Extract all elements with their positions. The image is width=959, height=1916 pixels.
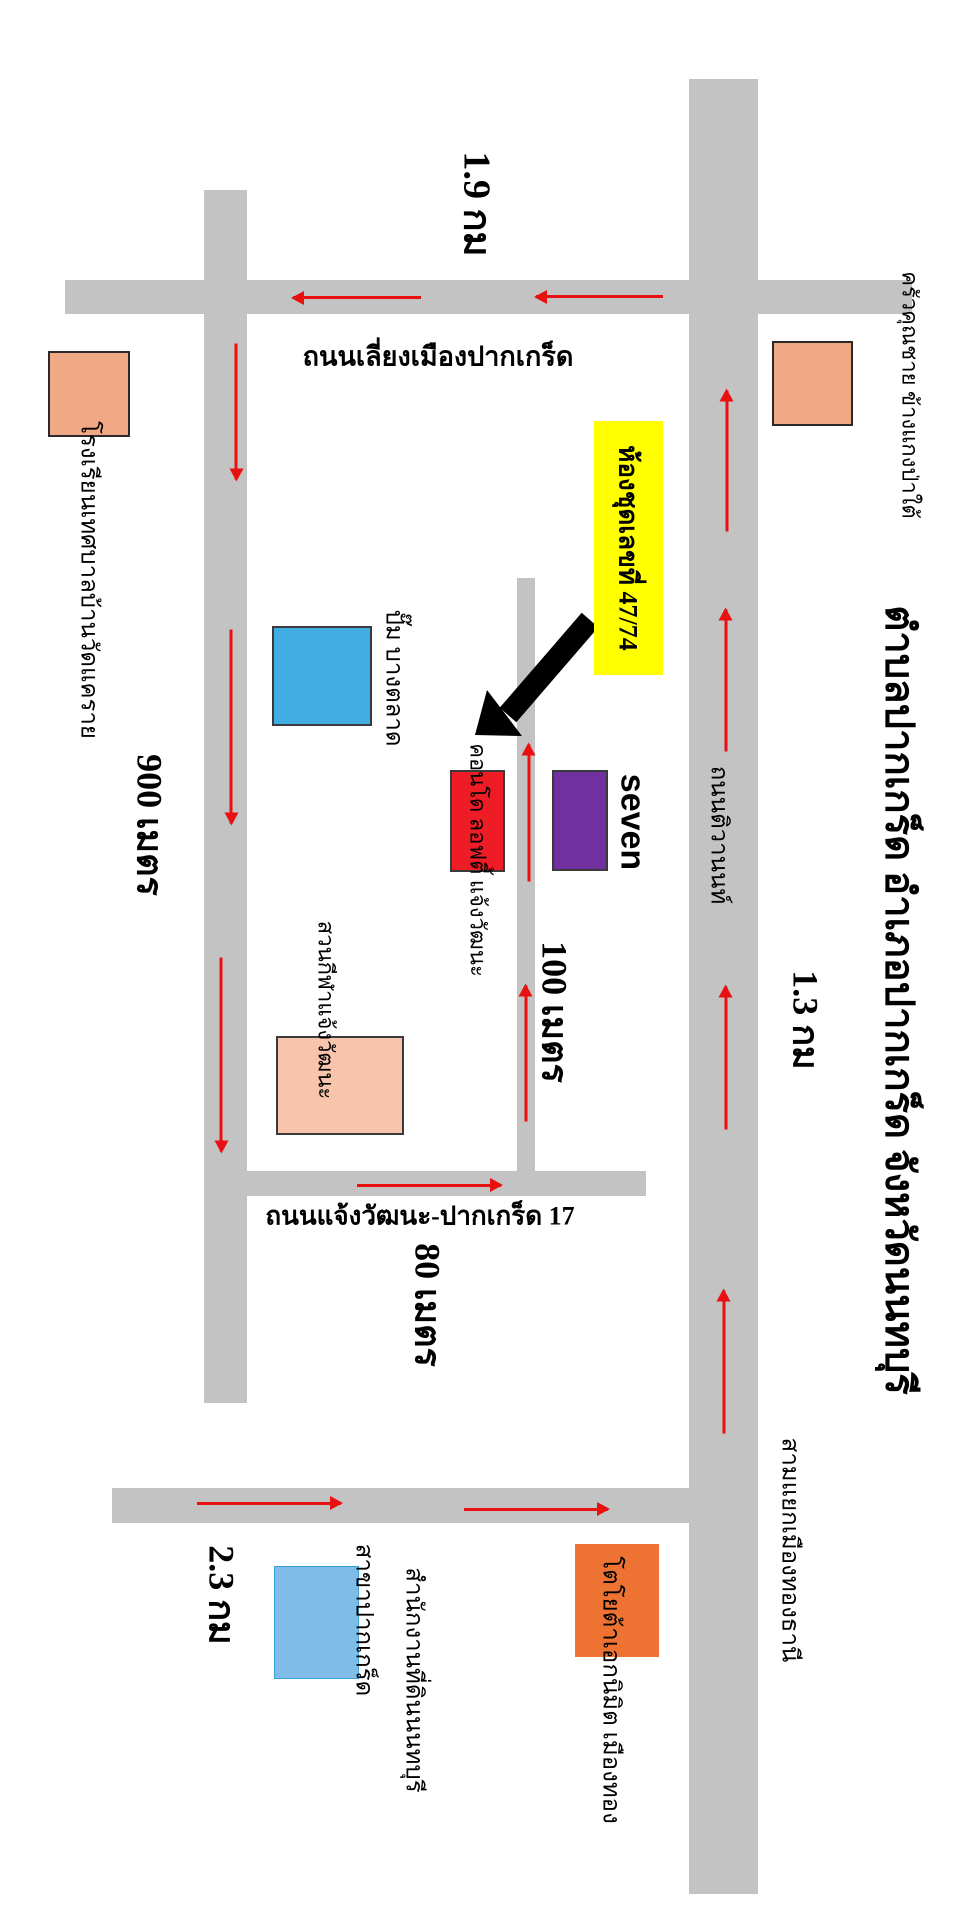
toyota-box — [575, 1544, 659, 1657]
road-condo-soi — [517, 578, 535, 1178]
sport-complex-box — [276, 1036, 404, 1135]
office-label-line2: สาขาปากเกร็ด — [350, 1543, 377, 1697]
sport-complex-label: สวนกีฬาแจ้งวัฒนะ — [313, 920, 339, 1100]
distance-bottom: 2.3 กม — [201, 1545, 242, 1645]
office-label-line1: สำนักงานที่ดินนนทบุรี — [400, 1567, 427, 1793]
toyota-label: โตโยต้าเอกนิมิต เมืองทอง — [597, 1556, 624, 1824]
road-soi-17 — [204, 1171, 646, 1196]
road-bottom — [112, 1488, 712, 1523]
school-box — [48, 351, 130, 437]
arrow-soi17 — [357, 1178, 503, 1192]
condo-label: คอนโด ลอฟตี้ แจ้งวัฒนะ — [465, 743, 491, 977]
seven-box — [552, 770, 608, 871]
office-box — [274, 1566, 359, 1679]
arrow-bottom-1 — [197, 1496, 343, 1510]
room-label: ห้องชุดเลขที่ 47/74 — [613, 445, 643, 651]
distance-lower: 80 เมตร — [407, 1243, 448, 1367]
sam-yaek-label: สามแยกเมืองทองธานี — [776, 1437, 803, 1663]
distance-right: 1.3 กม — [785, 970, 826, 1070]
label-soi-17: ถนนแจ้งวัฒนะ-ปากเกร็ด 17 — [265, 1201, 575, 1231]
distance-left: 900 เมตร — [129, 754, 170, 896]
distance-top: 1.9 กม — [455, 151, 498, 257]
condo-box — [450, 770, 505, 872]
label-tiwanon: ถนนติวานนท์ — [705, 765, 732, 905]
map-title: ตำบลปากเกร็ด อำเภอปากเกร็ด จังหวัดนนทบุร… — [877, 605, 922, 1395]
seven-label: seven — [613, 773, 652, 871]
krua-box — [772, 341, 853, 426]
school-label: โรงเรียนเทศบาลบ้านวัดแคราย — [75, 421, 102, 739]
arrow-bottom-2 — [464, 1502, 610, 1516]
krua-label: ครัวคุณชาย ข้างแกงป่าใต้ — [897, 271, 923, 519]
road-left-vertical — [204, 190, 247, 1403]
distance-mid: 100 เมตร — [534, 941, 575, 1083]
bang-talat-label: ปั๊ม บางตลาด — [380, 609, 407, 747]
room-label-box — [594, 421, 663, 675]
label-ring-road: ถนนเลี่ยงเมืองปากเกร็ด — [302, 341, 574, 372]
bang-talat-box — [272, 626, 372, 726]
